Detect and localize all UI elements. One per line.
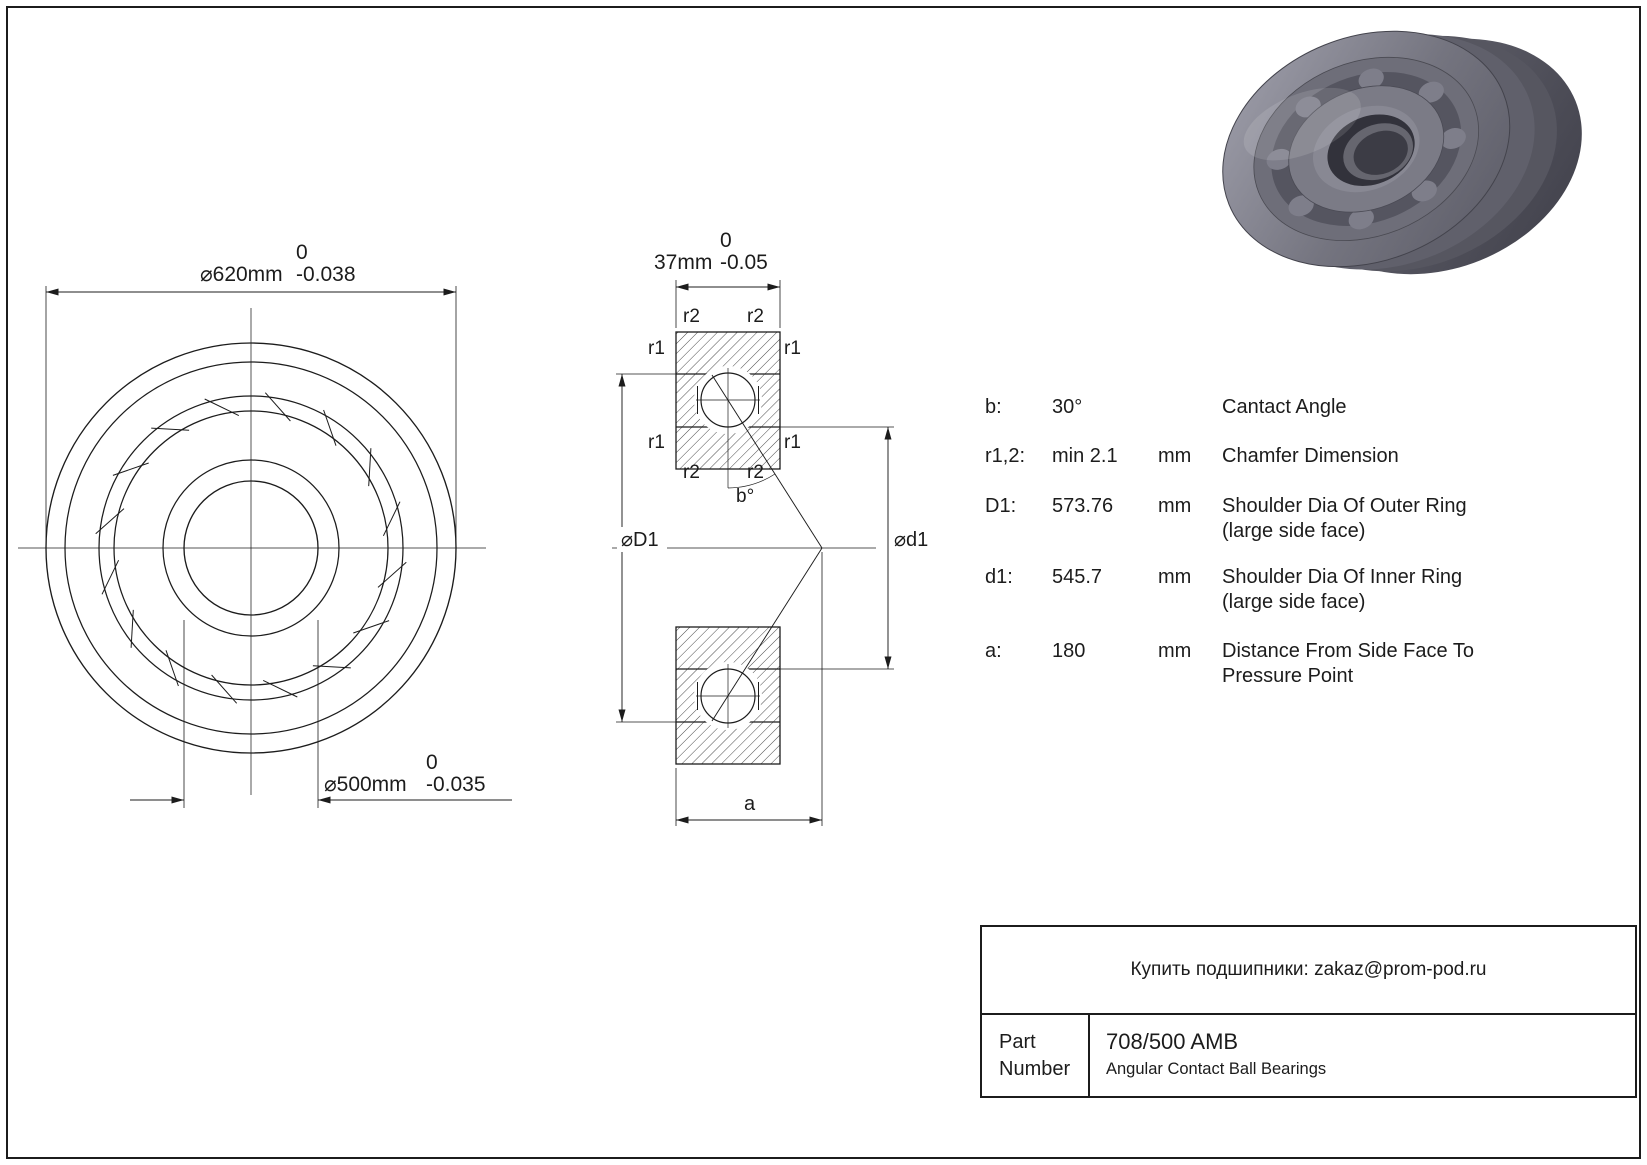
cage-outer-circle bbox=[98, 395, 404, 701]
chamfer-r1-upper-right: r1 bbox=[784, 338, 801, 359]
spec-description: Cantact Angle bbox=[1222, 395, 1347, 420]
contact-angle-label: b° bbox=[736, 486, 754, 507]
spec-desc-line2: (large side face) bbox=[1222, 520, 1366, 542]
chamfer-r2-bottom-right: r2 bbox=[747, 462, 764, 483]
spec-desc-line1: Shoulder Dia Of Outer Ring bbox=[1222, 495, 1467, 517]
outer-diameter-dimension: ⌀620mm 0 -0.038 bbox=[45, 241, 457, 544]
width-tolerance-upper: 0 bbox=[720, 229, 732, 252]
bore-tolerance-upper: 0 bbox=[426, 751, 438, 774]
spec-value: min 2.1 bbox=[1052, 445, 1118, 467]
cage-pocket-ticks bbox=[95, 392, 407, 704]
spec-key: D1: bbox=[985, 495, 1017, 517]
section-view: b° 37mm 0 -0.05 ⌀D1 bbox=[612, 229, 928, 826]
chamfer-r1-lower-right: r1 bbox=[784, 432, 801, 453]
chamfer-r1-lower-left: r1 bbox=[648, 432, 665, 453]
part-label-line2: Number bbox=[999, 1057, 1071, 1080]
spec-desc-line2: Pressure Point bbox=[1222, 665, 1354, 687]
spec-description: Distance From Side Face To Pressure Point bbox=[1222, 639, 1474, 689]
width-tolerance-lower: -0.05 bbox=[720, 251, 768, 274]
contact-text: Купить подшипники: zakaz@prom-pod.ru bbox=[1130, 959, 1487, 980]
bearing-3d-render bbox=[1222, 30, 1582, 275]
specs-table: b: 30° Cantact Angle r1,2: min 2.1 mm Ch… bbox=[985, 0, 1640, 760]
chamfer-r2-bottom-left: r2 bbox=[683, 462, 700, 483]
od-tolerance-lower: -0.038 bbox=[296, 263, 356, 286]
spec-value: 573.76 bbox=[1052, 495, 1114, 517]
outer-diameter-circle bbox=[45, 342, 457, 754]
width-dimension-text: 37mm bbox=[654, 251, 712, 274]
chamfer-r2-top-left: r2 bbox=[683, 306, 700, 327]
inner-shoulder-dimension: ⌀d1 bbox=[780, 426, 928, 670]
part-number-value: 708/500 AMB bbox=[1106, 1029, 1239, 1054]
front-view: ⌀620mm 0 -0.038 ⌀500mm 0 -0.035 bbox=[18, 241, 512, 808]
spec-unit: mm bbox=[1158, 495, 1192, 517]
part-number-cell: 708/500 AMB Angular Contact Ball Bearing… bbox=[1090, 1015, 1635, 1096]
spec-unit: mm bbox=[1158, 566, 1192, 588]
chamfer-r1-upper-left: r1 bbox=[648, 338, 665, 359]
pressure-distance-label: a bbox=[744, 793, 756, 815]
spec-desc-line1: Cantact Angle bbox=[1222, 396, 1347, 418]
pressure-point-dimension: a bbox=[675, 552, 823, 826]
inner-ring-circle bbox=[162, 459, 340, 637]
od-dimension-text: ⌀620mm bbox=[200, 263, 283, 286]
bore-tolerance-lower: -0.035 bbox=[426, 773, 486, 796]
spec-desc-line2: (large side face) bbox=[1222, 591, 1366, 613]
bore-dimension-text: ⌀500mm bbox=[324, 773, 407, 796]
bore-depth bbox=[1353, 130, 1408, 175]
spec-value: 30° bbox=[1052, 396, 1083, 418]
width-dimension: 37mm 0 -0.05 bbox=[654, 229, 781, 328]
od-tolerance-upper: 0 bbox=[296, 241, 308, 264]
outer-shoulder-label: ⌀D1 bbox=[621, 529, 659, 551]
section-bottom-ring bbox=[675, 626, 781, 765]
spec-unit: mm bbox=[1158, 640, 1192, 662]
spec-description: Chamfer Dimension bbox=[1222, 444, 1399, 469]
bore-circle bbox=[183, 480, 319, 616]
chamfer-r2-top-right: r2 bbox=[747, 306, 764, 327]
outer-ring-land-circle bbox=[64, 361, 438, 735]
spec-desc-line1: Distance From Side Face To bbox=[1222, 640, 1474, 662]
inner-shoulder-label: ⌀d1 bbox=[894, 529, 928, 551]
chamfer-labels: r2 r2 r1 r1 r1 r1 r2 r2 bbox=[648, 306, 801, 483]
spec-desc-line1: Shoulder Dia Of Inner Ring bbox=[1222, 566, 1463, 588]
spec-key: r1,2: bbox=[985, 445, 1026, 467]
spec-key: a: bbox=[985, 640, 1002, 662]
contact-angle-construction: b° bbox=[711, 374, 823, 722]
spec-description: Shoulder Dia Of Inner Ring (large side fa… bbox=[1222, 565, 1462, 615]
title-block: Купить подшипники: zakaz@prom-pod.ru Par… bbox=[980, 925, 1637, 1098]
spec-unit: mm bbox=[1158, 445, 1192, 467]
part-label-line1: Part bbox=[999, 1030, 1036, 1053]
part-number-label-cell: Part Number bbox=[982, 1015, 1090, 1096]
spec-value: 180 bbox=[1052, 640, 1086, 662]
contact-cell: Купить подшипники: zakaz@prom-pod.ru bbox=[982, 927, 1635, 1015]
cage-inner-circle bbox=[113, 410, 389, 686]
render-balls bbox=[1266, 68, 1466, 230]
bore-diameter-dimension: ⌀500mm 0 -0.035 bbox=[130, 620, 512, 808]
spec-value: 545.7 bbox=[1052, 566, 1103, 588]
spec-desc-line1: Chamfer Dimension bbox=[1222, 445, 1399, 467]
spec-key: d1: bbox=[985, 566, 1013, 588]
spec-key: b: bbox=[985, 396, 1002, 418]
part-number-row: Part Number 708/500 AMB Angular Contact … bbox=[982, 1015, 1635, 1096]
spec-description: Shoulder Dia Of Outer Ring (large side fa… bbox=[1222, 494, 1467, 544]
outer-shoulder-dimension: ⌀D1 bbox=[616, 373, 676, 723]
render-highlight bbox=[1243, 87, 1361, 161]
bearing-type: Angular Contact Ball Bearings bbox=[1106, 1060, 1327, 1078]
